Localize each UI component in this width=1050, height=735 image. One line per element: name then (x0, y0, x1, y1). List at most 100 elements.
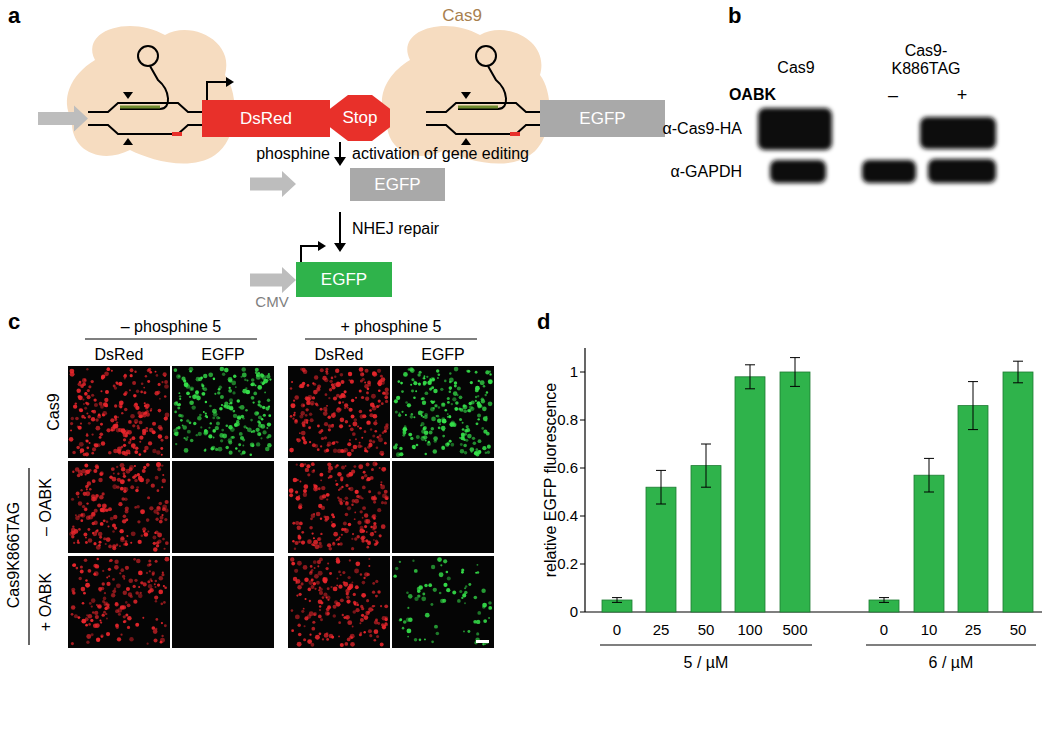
cell (233, 375, 236, 378)
cell (431, 401, 434, 404)
cell (345, 513, 349, 517)
bar (735, 377, 765, 612)
cell (242, 451, 246, 455)
cell (324, 422, 328, 426)
cell (354, 568, 359, 573)
category-label: 25 (653, 621, 670, 638)
cell (476, 632, 479, 635)
cell (336, 382, 341, 387)
micrograph (392, 556, 494, 648)
pam-site (510, 132, 520, 136)
cell (88, 415, 91, 418)
cell (189, 367, 194, 372)
cell (327, 463, 331, 467)
cell (106, 520, 109, 523)
cell (213, 437, 215, 439)
cell (105, 390, 109, 394)
cell (104, 607, 107, 610)
cell (157, 512, 160, 515)
cell (156, 462, 161, 467)
bar (646, 487, 676, 612)
cell (97, 504, 101, 508)
cell (223, 404, 226, 407)
cell (403, 372, 408, 377)
cell (125, 540, 128, 543)
dna-strand (88, 125, 202, 134)
micrograph (392, 366, 494, 458)
cell (432, 378, 435, 381)
cell (163, 548, 165, 550)
cell (452, 397, 456, 401)
cell (343, 581, 346, 584)
cell (106, 367, 110, 371)
cell (328, 428, 331, 431)
cell (144, 402, 146, 404)
cell (446, 588, 450, 592)
cell (455, 401, 459, 405)
cell (179, 398, 181, 400)
cell (378, 437, 383, 442)
cell (354, 511, 356, 513)
cell (393, 574, 396, 577)
cell (134, 450, 138, 454)
cell (85, 579, 88, 582)
panel-letter: b (728, 3, 741, 28)
cell (289, 493, 293, 497)
cell (78, 514, 81, 517)
cell (133, 558, 136, 561)
cell (317, 537, 321, 541)
cell (152, 571, 155, 574)
cell (237, 399, 241, 403)
cell (186, 391, 190, 395)
cell (293, 478, 298, 483)
cell (421, 398, 424, 401)
cell (100, 423, 103, 426)
cell (369, 439, 372, 442)
cell (119, 529, 123, 533)
error-bar (701, 444, 711, 487)
cell (144, 532, 149, 537)
cell (296, 438, 298, 440)
cell (367, 383, 371, 387)
cell (147, 580, 150, 583)
cell (301, 436, 304, 439)
cell (316, 512, 321, 517)
cell (365, 397, 369, 401)
cell (428, 583, 432, 587)
tick-label: 0 (570, 603, 578, 620)
cell (91, 512, 95, 516)
cell (370, 526, 373, 529)
cell (157, 489, 160, 492)
cell (135, 489, 139, 493)
cell (159, 576, 163, 580)
cell (84, 464, 88, 468)
cell (69, 437, 74, 442)
cell (101, 507, 106, 512)
cell (342, 401, 344, 403)
cell (320, 517, 322, 519)
cell (367, 477, 371, 481)
cell (345, 615, 350, 620)
cell (433, 401, 435, 403)
cell (359, 529, 364, 534)
cell (232, 391, 235, 394)
cell (135, 591, 139, 595)
cell (421, 422, 425, 426)
cell (94, 571, 99, 576)
cell (78, 528, 81, 531)
cell (352, 432, 356, 436)
cell (163, 601, 166, 604)
cell (444, 409, 447, 412)
cell (114, 424, 119, 429)
cell (88, 538, 93, 543)
cell (340, 643, 344, 647)
micrograph (288, 556, 390, 648)
cell (164, 416, 168, 420)
cell (124, 487, 129, 492)
cell (357, 425, 359, 427)
cell (311, 470, 314, 473)
cell (92, 611, 95, 614)
cell (413, 447, 415, 449)
cell (351, 582, 353, 584)
cell (124, 430, 126, 432)
